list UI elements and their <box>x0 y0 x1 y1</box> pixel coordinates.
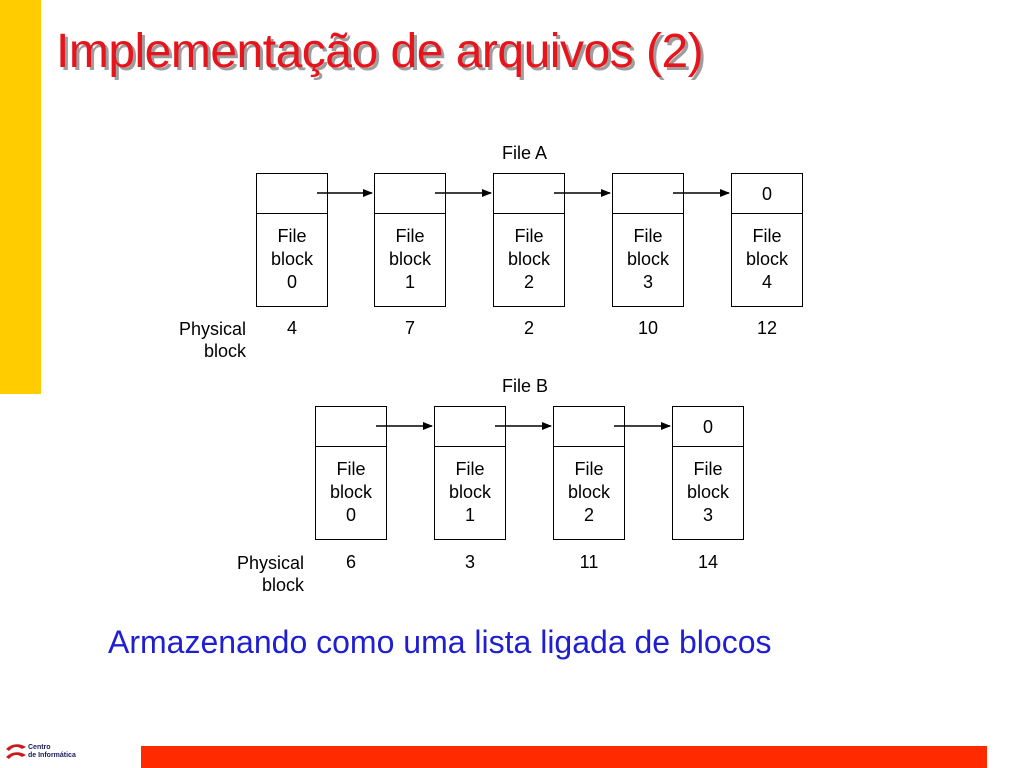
pointer-field <box>494 174 564 214</box>
physical-block-value: 7 <box>404 318 415 338</box>
file-b-block-1: File block 1 <box>434 406 506 540</box>
physical-label-line: Physical <box>178 319 246 339</box>
file-a-label: File A <box>502 143 548 163</box>
side-accent-bar <box>0 0 41 394</box>
logo-line: de Informática <box>28 752 76 759</box>
pointer-field <box>435 407 505 447</box>
block-number: 0 <box>286 272 297 292</box>
block-text: block <box>686 482 730 502</box>
block-text: File <box>277 226 307 246</box>
file-a-block-0: File block 0 <box>256 173 328 307</box>
pointer-field: 0 <box>732 174 802 214</box>
pointer-field <box>554 407 624 447</box>
physical-block-value: 11 <box>579 552 599 572</box>
block-text: block <box>388 249 432 269</box>
block-number: 0 <box>345 505 356 525</box>
block-text: File <box>336 459 366 479</box>
file-b-block-0: File block 0 <box>315 406 387 540</box>
slide-caption: Armazenando como uma lista ligada de blo… <box>108 624 772 660</box>
physical-block-value: 10 <box>637 318 659 338</box>
physical-label-line: block <box>203 341 246 361</box>
physical-label-line: Physical <box>236 553 304 573</box>
block-number: 3 <box>702 505 713 525</box>
block-text: block <box>567 482 611 502</box>
block-text: File <box>455 459 485 479</box>
block-number: 4 <box>761 272 772 292</box>
physical-label-line: block <box>261 575 304 595</box>
physical-block-value: 6 <box>345 552 356 572</box>
logo-mark-icon <box>6 744 26 759</box>
file-b-label: File B <box>502 376 549 396</box>
pointer-field <box>375 174 445 214</box>
pointer-field: 0 <box>673 407 743 447</box>
block-text: block <box>329 482 373 502</box>
block-text: block <box>270 249 314 269</box>
pointer-field <box>316 407 386 447</box>
block-number: 1 <box>404 272 415 292</box>
block-text: File <box>693 459 723 479</box>
physical-block-label-b: Physical block <box>194 552 304 596</box>
physical-block-value: 12 <box>756 318 778 338</box>
block-text: block <box>448 482 492 502</box>
block-text: File <box>752 226 782 246</box>
physical-block-value: 3 <box>464 552 475 572</box>
file-a-block-2: File block 2 <box>493 173 565 307</box>
file-a-block-1: File block 1 <box>374 173 446 307</box>
block-text: block <box>507 249 551 269</box>
physical-block-label-a: Physical block <box>136 318 246 362</box>
block-number: 3 <box>642 272 653 292</box>
physical-block-value: 14 <box>697 552 719 572</box>
block-number: 2 <box>523 272 534 292</box>
block-text: File <box>633 226 663 246</box>
centro-de-informatica-logo: Centro de Informática <box>4 738 88 768</box>
file-a-block-3: File block 3 <box>612 173 684 307</box>
pointer-field <box>257 174 327 214</box>
block-text: block <box>626 249 670 269</box>
block-text: File <box>395 226 425 246</box>
logo-line: Centro <box>28 744 51 751</box>
file-b-block-3: 0 File block 3 <box>672 406 744 540</box>
block-number: 2 <box>583 505 594 525</box>
bottom-accent-bar <box>141 746 987 768</box>
pointer-field <box>613 174 683 214</box>
block-text: File <box>514 226 544 246</box>
block-text: File <box>574 459 604 479</box>
physical-block-value: 4 <box>286 318 297 338</box>
slide-title: Implementação de arquivos (2) <box>56 25 704 78</box>
file-b-block-2: File block 2 <box>553 406 625 540</box>
block-text: block <box>745 249 789 269</box>
physical-block-value: 2 <box>523 318 534 338</box>
file-a-block-4: 0 File block 4 <box>731 173 803 307</box>
block-number: 1 <box>464 505 475 525</box>
